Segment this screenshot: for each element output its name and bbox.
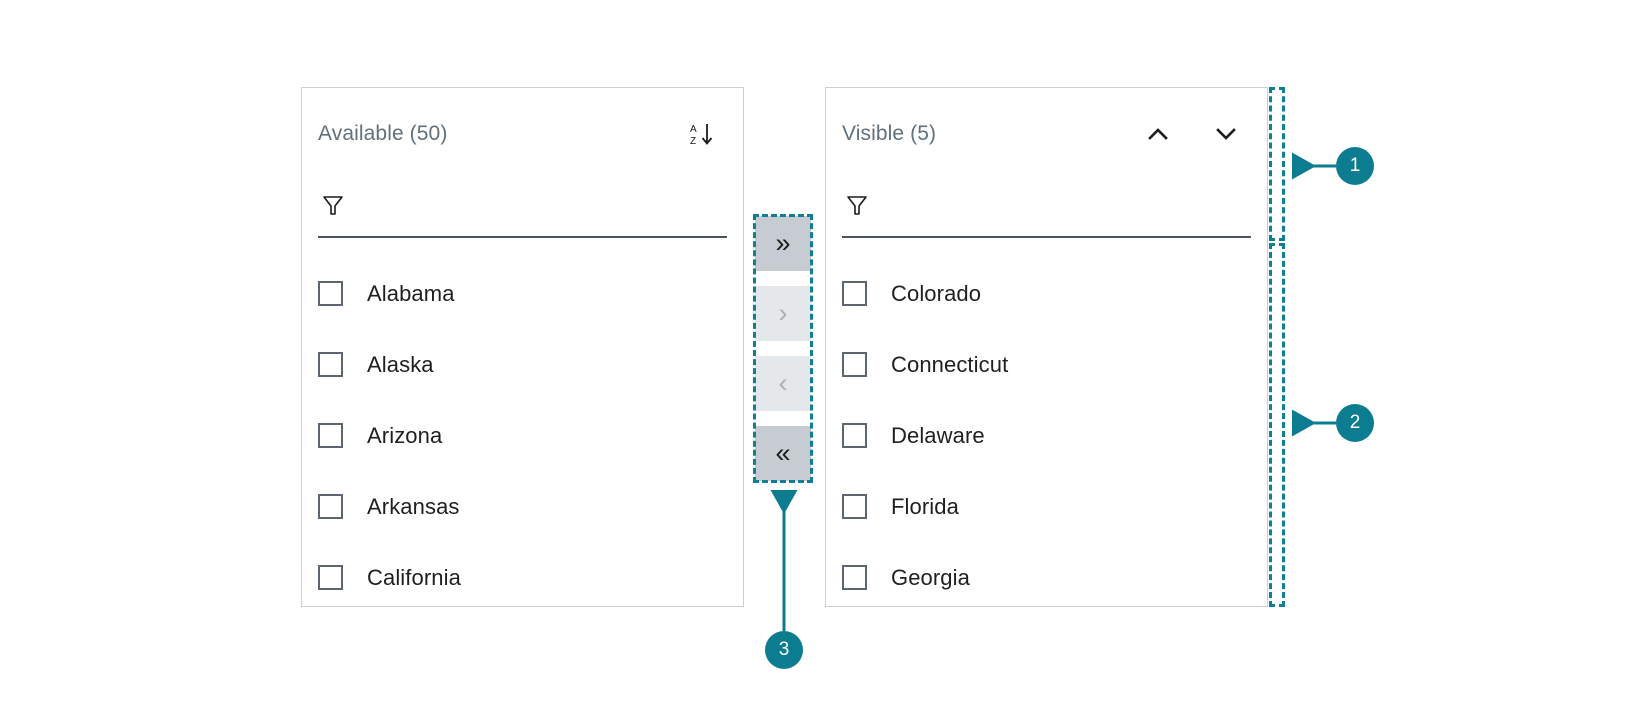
available-filter-input[interactable] xyxy=(348,194,727,216)
svg-text:Z: Z xyxy=(690,136,696,147)
filter-funnel-icon xyxy=(318,190,348,220)
available-header-actions: A Z xyxy=(687,119,717,149)
checkbox[interactable] xyxy=(842,494,867,519)
visible-panel: Visible (5) xyxy=(825,87,1268,607)
list-item[interactable]: Georgia xyxy=(842,542,1267,613)
checkbox[interactable] xyxy=(318,494,343,519)
checkbox[interactable] xyxy=(842,352,867,377)
list-item[interactable]: Connecticut xyxy=(842,329,1267,400)
checkbox[interactable] xyxy=(318,352,343,377)
sort-az-descending-icon[interactable]: A Z xyxy=(687,119,717,149)
checkbox[interactable] xyxy=(318,423,343,448)
transfer-button-column: » › ‹ « xyxy=(755,216,811,481)
move-right-button[interactable]: › xyxy=(755,286,811,341)
annotation-badge-1: 1 xyxy=(1336,147,1374,185)
list-item[interactable]: Arkansas xyxy=(318,471,743,542)
visible-panel-header: Visible (5) xyxy=(826,88,1267,180)
annotation-badge-2: 2 xyxy=(1336,404,1374,442)
available-item-list: Alabama Alaska Arizona Arkansas Californ… xyxy=(302,238,743,613)
list-item[interactable]: Florida xyxy=(842,471,1267,542)
list-item-label: Connecticut xyxy=(891,351,1009,377)
annotation-region-1 xyxy=(1269,87,1285,241)
available-filter-row[interactable] xyxy=(318,180,727,238)
move-left-button[interactable]: ‹ xyxy=(755,356,811,411)
list-item-label: Georgia xyxy=(891,564,970,590)
available-panel: Available (50) A Z xyxy=(301,87,744,607)
annotation-badge-3: 3 xyxy=(765,631,803,669)
list-item[interactable]: Alabama xyxy=(318,258,743,329)
list-item-label: Florida xyxy=(891,493,959,519)
checkbox[interactable] xyxy=(842,281,867,306)
visible-panel-title: Visible (5) xyxy=(842,122,937,145)
chevron-down-icon[interactable] xyxy=(1211,119,1241,149)
move-all-right-button[interactable]: » xyxy=(755,216,811,271)
list-item-label: Arkansas xyxy=(367,493,460,519)
list-item[interactable]: Alaska xyxy=(318,329,743,400)
list-item-label: Colorado xyxy=(891,280,982,306)
annotation-region-2 xyxy=(1269,243,1285,607)
visible-filter-row[interactable] xyxy=(842,180,1251,238)
list-item[interactable]: California xyxy=(318,542,743,613)
chevron-up-icon[interactable] xyxy=(1143,119,1173,149)
visible-header-actions xyxy=(1143,119,1241,149)
move-all-left-button[interactable]: « xyxy=(755,426,811,481)
list-item-label: Delaware xyxy=(891,422,985,448)
list-item[interactable]: Delaware xyxy=(842,400,1267,471)
available-panel-title: Available (50) xyxy=(318,122,448,145)
checkbox[interactable] xyxy=(318,565,343,590)
filter-funnel-icon xyxy=(842,190,872,220)
list-item-label: Arizona xyxy=(367,422,443,448)
list-item-label: California xyxy=(367,564,461,590)
list-item[interactable]: Arizona xyxy=(318,400,743,471)
checkbox[interactable] xyxy=(318,281,343,306)
checkbox[interactable] xyxy=(842,565,867,590)
available-panel-header: Available (50) A Z xyxy=(302,88,743,180)
visible-filter-input[interactable] xyxy=(872,194,1251,216)
list-item-label: Alaska xyxy=(367,351,434,377)
visible-item-list: Colorado Connecticut Delaware Florida Ge… xyxy=(826,238,1267,613)
checkbox[interactable] xyxy=(842,423,867,448)
list-item[interactable]: Colorado xyxy=(842,258,1267,329)
svg-text:A: A xyxy=(690,124,697,135)
list-item-label: Alabama xyxy=(367,280,455,306)
